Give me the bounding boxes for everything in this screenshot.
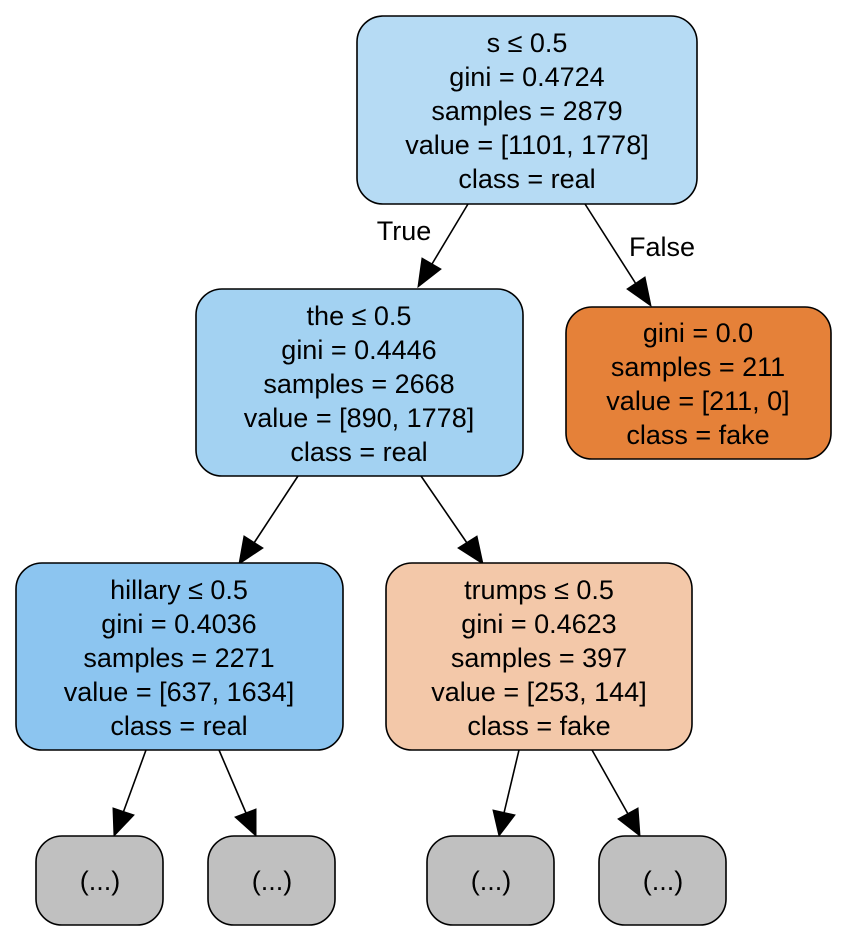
- node-leaf-fake: gini = 0.0 samples = 211 value = [211, 0…: [565, 306, 832, 460]
- edge-root-to-leaf-fake: [584, 203, 637, 285]
- class-values: value = [253, 144]: [431, 677, 646, 707]
- node-box: [385, 562, 693, 751]
- gini-value: gini = 0.4036: [101, 609, 256, 639]
- node-hillary: hillary ≤ 0.5 gini = 0.4036 samples = 22…: [15, 562, 344, 751]
- arrow-the-to-hillary: [238, 535, 264, 566]
- truncated-label: (...): [471, 866, 512, 896]
- arrow-hillary-to-trunc-2: [234, 808, 257, 838]
- class-values: value = [1101, 1778]: [405, 130, 648, 160]
- class-label: class = fake: [626, 420, 769, 450]
- node-truncated-1: (...): [35, 835, 164, 926]
- node-box: [15, 562, 344, 751]
- split-condition: hillary ≤ 0.5: [110, 575, 248, 605]
- class-label: class = real: [458, 164, 595, 194]
- node-truncated-2: (...): [207, 835, 336, 926]
- edge-label-false: False: [629, 232, 695, 262]
- edges: True False: [112, 203, 695, 838]
- samples-count: samples = 397: [451, 643, 627, 673]
- class-label: class = fake: [467, 711, 610, 741]
- edge-trumps-to-trunc-3: [503, 749, 520, 814]
- node-box: [598, 835, 727, 926]
- node-box: [207, 835, 336, 926]
- node-root: s ≤ 0.5 gini = 0.4724 samples = 2879 val…: [356, 15, 698, 205]
- node-trumps: trumps ≤ 0.5 gini = 0.4623 samples = 397…: [385, 562, 693, 751]
- class-values: value = [890, 1778]: [244, 403, 474, 433]
- arrow-root-to-the: [417, 257, 442, 289]
- edge-root-to-the: [431, 203, 469, 265]
- edge-label-true: True: [377, 216, 432, 246]
- node-truncated-4: (...): [598, 835, 727, 926]
- gini-value: gini = 0.0: [643, 318, 753, 348]
- arrow-the-to-trumps: [457, 535, 484, 566]
- arrow-hillary-to-trunc-1: [112, 807, 135, 838]
- node-the: the ≤ 0.5 gini = 0.4446 samples = 2668 v…: [195, 288, 524, 477]
- samples-count: samples = 2271: [83, 643, 274, 673]
- edge-hillary-to-trunc-1: [122, 749, 147, 814]
- node-truncated-3: (...): [426, 835, 555, 926]
- truncated-label: (...): [80, 866, 121, 896]
- node-box: [356, 15, 698, 205]
- gini-value: gini = 0.4724: [449, 62, 604, 92]
- samples-count: samples = 2668: [263, 369, 454, 399]
- gini-value: gini = 0.4446: [281, 335, 436, 365]
- node-box: [565, 306, 832, 460]
- samples-count: samples = 211: [611, 352, 785, 382]
- samples-count: samples = 2879: [431, 96, 622, 126]
- truncated-label: (...): [643, 866, 684, 896]
- edge-the-to-hillary: [253, 475, 299, 544]
- edge-the-to-trumps: [420, 475, 468, 544]
- edge-trumps-to-trunc-4: [591, 749, 629, 815]
- split-condition: s ≤ 0.5: [487, 28, 568, 58]
- gini-value: gini = 0.4623: [461, 609, 616, 639]
- class-label: class = real: [110, 711, 247, 741]
- node-box: [35, 835, 164, 926]
- truncated-label: (...): [252, 866, 293, 896]
- split-condition: the ≤ 0.5: [307, 301, 412, 331]
- tree-nodes: s ≤ 0.5 gini = 0.4724 samples = 2879 val…: [15, 15, 832, 926]
- class-label: class = real: [290, 437, 427, 467]
- class-values: value = [637, 1634]: [64, 677, 294, 707]
- node-box: [195, 288, 524, 477]
- node-box: [426, 835, 555, 926]
- arrow-root-to-leaf-fake: [626, 276, 652, 308]
- arrow-trumps-to-trunc-4: [617, 807, 641, 838]
- class-values: value = [211, 0]: [606, 386, 789, 416]
- split-condition: trumps ≤ 0.5: [464, 575, 614, 605]
- arrow-trumps-to-trunc-3: [492, 809, 516, 838]
- edge-hillary-to-trunc-2: [218, 749, 247, 814]
